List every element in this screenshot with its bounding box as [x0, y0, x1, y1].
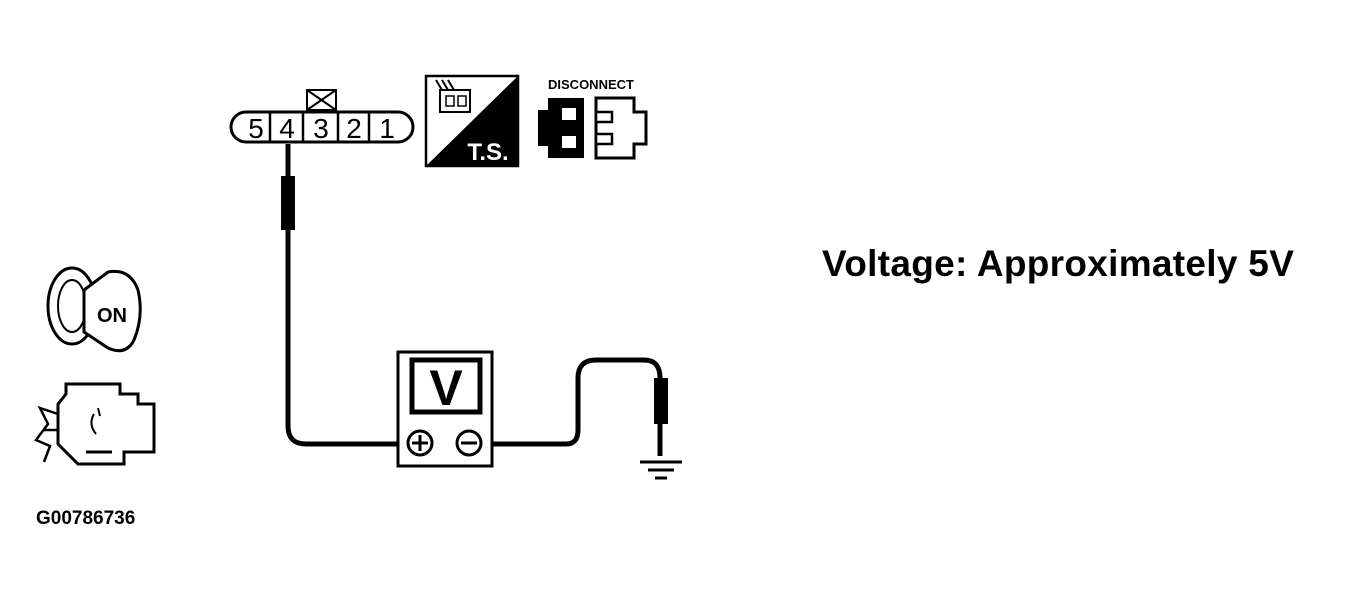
pin-1: 1: [379, 113, 395, 144]
voltage-spec-caption: Voltage: Approximately 5V: [822, 243, 1295, 284]
connector-outline: [229, 110, 415, 144]
test-leads: [281, 144, 668, 456]
engine-icon: [34, 382, 156, 466]
positive-lead-wire: [285, 144, 398, 447]
positive-terminal-icon: [406, 429, 434, 457]
negative-probe: [654, 378, 668, 424]
disconnect-icon: DISCONNECT: [538, 77, 648, 160]
pin-3: 3: [313, 113, 329, 144]
negative-lead-wire: [492, 357, 663, 456]
pin-5: 5: [248, 113, 264, 144]
disconnect-label: DISCONNECT: [548, 77, 634, 92]
positive-probe: [281, 176, 295, 230]
ground-symbol-icon: [640, 460, 682, 480]
unused-pin-marker-icon: [306, 89, 337, 111]
terminal-side-icon: T.S.: [424, 74, 520, 168]
negative-terminal-icon: [455, 429, 483, 457]
voltmeter: V: [396, 350, 494, 468]
pin-2: 2: [346, 113, 362, 144]
ignition-key-on-icon: ON: [46, 266, 142, 353]
voltmeter-display: [409, 357, 483, 415]
harness-connector-icon: [435, 79, 471, 113]
ignition-on-label: ON: [97, 305, 127, 327]
figure-id: G00786736: [36, 508, 136, 529]
terminal-side-label: T.S.: [467, 139, 508, 166]
pin-4: 4: [279, 113, 295, 144]
harness-connector: 5 4 3 2 1: [229, 89, 415, 144]
voltmeter-label: V: [429, 360, 463, 416]
